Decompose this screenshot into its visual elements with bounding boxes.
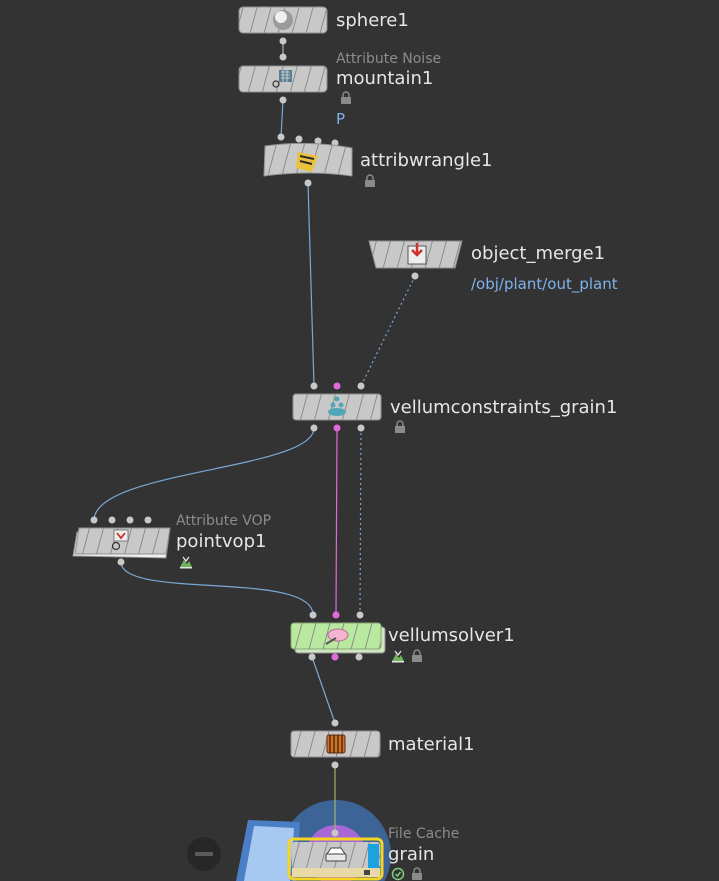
node-label-sphere1[interactable]: sphere1 bbox=[336, 10, 409, 31]
input-port[interactable] bbox=[108, 516, 116, 524]
bypass-icon[interactable] bbox=[179, 555, 193, 569]
wire-constraints-pointvop[interactable] bbox=[93, 427, 315, 521]
lock-icon[interactable] bbox=[410, 649, 424, 663]
lock-icon[interactable] bbox=[393, 420, 407, 434]
node-label-material1[interactable]: material1 bbox=[388, 734, 475, 755]
wire-wrangle-constraints[interactable] bbox=[307, 182, 315, 387]
node-label-mountain1[interactable]: mountain1 bbox=[336, 68, 434, 89]
node-label-vellumconstraints_grain1[interactable]: vellumconstraints_grain1 bbox=[390, 397, 618, 418]
lock-icon[interactable] bbox=[410, 867, 424, 881]
input-port[interactable] bbox=[126, 516, 134, 524]
node-label-attribwrangle1[interactable]: attribwrangle1 bbox=[360, 150, 493, 171]
input-port[interactable] bbox=[295, 135, 303, 143]
node-mountain1[interactable] bbox=[238, 65, 328, 93]
output-port[interactable] bbox=[304, 179, 312, 187]
input-port[interactable] bbox=[144, 516, 152, 524]
output-port[interactable] bbox=[308, 653, 316, 661]
node-vellumconstraints_grain1[interactable] bbox=[292, 393, 382, 421]
input-port[interactable] bbox=[357, 382, 365, 390]
output-port[interactable] bbox=[310, 424, 318, 432]
node-object_merge1[interactable] bbox=[368, 240, 463, 269]
filecache-monitor-icon bbox=[236, 820, 300, 881]
wire-merge-constraints[interactable] bbox=[360, 275, 416, 387]
input-port[interactable] bbox=[314, 137, 322, 145]
node-attribwrangle1[interactable] bbox=[263, 142, 353, 177]
wire-mountain-wrangle[interactable] bbox=[280, 99, 284, 138]
wrangle-icon bbox=[296, 152, 318, 172]
node-type-label: Attribute VOP bbox=[176, 513, 272, 529]
merge-icon bbox=[407, 243, 427, 265]
node-label-object_merge1[interactable]: object_merge1 bbox=[471, 243, 606, 264]
node-sphere1[interactable] bbox=[238, 6, 328, 34]
node-type-label: File Cache bbox=[388, 826, 460, 842]
output-port[interactable] bbox=[279, 37, 287, 45]
output-port[interactable] bbox=[279, 96, 287, 104]
input-port[interactable] bbox=[332, 611, 340, 619]
input-port[interactable] bbox=[310, 382, 318, 390]
wire-solver-material[interactable] bbox=[311, 656, 336, 724]
output-port[interactable] bbox=[411, 272, 419, 280]
disk-cache-icon bbox=[325, 847, 347, 862]
input-port[interactable] bbox=[277, 133, 285, 141]
output-port[interactable] bbox=[331, 653, 339, 661]
param-label-p: P bbox=[336, 110, 346, 128]
wire-constraints-solver-pink[interactable] bbox=[335, 427, 338, 616]
output-port[interactable] bbox=[331, 761, 339, 769]
node-pointvop1[interactable] bbox=[72, 527, 171, 559]
output-port[interactable] bbox=[117, 558, 125, 566]
node-type-label: Attribute Noise bbox=[336, 51, 442, 67]
input-port[interactable] bbox=[331, 829, 339, 837]
minus-icon[interactable] bbox=[187, 837, 221, 871]
vellum-solver-icon bbox=[325, 628, 349, 645]
bypass-icon[interactable] bbox=[391, 649, 405, 663]
status-indicator bbox=[364, 870, 370, 875]
input-port[interactable] bbox=[309, 611, 317, 619]
node-label-grain[interactable]: grain bbox=[388, 844, 435, 865]
check-icon[interactable] bbox=[391, 867, 405, 881]
output-port[interactable] bbox=[357, 424, 365, 432]
grain-constraint-icon bbox=[328, 396, 346, 416]
object-path-label: /obj/plant/out_plant bbox=[471, 275, 618, 293]
wire-constraints-solver-dotted[interactable] bbox=[359, 427, 362, 616]
input-port[interactable] bbox=[333, 382, 341, 390]
node-vellumsolver1[interactable] bbox=[290, 622, 386, 654]
wire-pointvop-solver[interactable] bbox=[120, 561, 314, 616]
noise-icon bbox=[272, 70, 292, 88]
vop-icon bbox=[111, 529, 129, 551]
lock-icon[interactable] bbox=[339, 91, 353, 105]
input-port[interactable] bbox=[90, 516, 98, 524]
input-port[interactable] bbox=[356, 611, 364, 619]
input-port[interactable] bbox=[331, 719, 339, 727]
node-label-vellumsolver1[interactable]: vellumsolver1 bbox=[388, 625, 515, 646]
output-port[interactable] bbox=[355, 653, 363, 661]
material-icon bbox=[326, 734, 346, 754]
sphere-icon bbox=[273, 10, 293, 30]
lock-icon[interactable] bbox=[363, 174, 377, 188]
node-label-pointvop1[interactable]: pointvop1 bbox=[176, 531, 267, 552]
node-material1[interactable] bbox=[290, 730, 381, 758]
input-port[interactable] bbox=[279, 53, 287, 61]
node-grain[interactable] bbox=[287, 837, 384, 881]
output-port[interactable] bbox=[333, 424, 341, 432]
